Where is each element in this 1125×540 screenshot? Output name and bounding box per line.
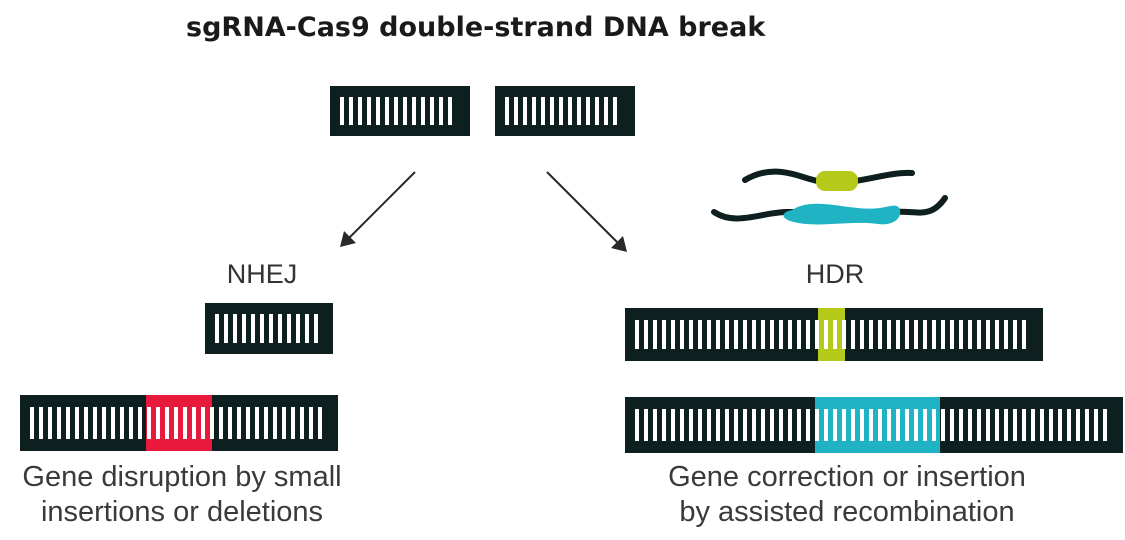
hdr-label: HDR <box>806 259 865 289</box>
nhej-indel-dna <box>20 395 338 451</box>
dna-layer <box>20 86 1123 453</box>
nhej-label: NHEJ <box>227 259 298 289</box>
dna-break-right-half <box>495 86 635 136</box>
hdr-caption-line2: by assisted recombination <box>679 496 1014 528</box>
donor-template-large <box>711 195 948 225</box>
hdr-corrected-dna <box>625 397 1123 453</box>
nhej-caption-line2: insertions or deletions <box>41 496 323 528</box>
donor-template-small <box>742 168 915 191</box>
nhej-caption-line1: Gene disruption by small <box>22 461 341 493</box>
hdr-template-dna <box>625 308 1043 361</box>
arrow-to-hdr <box>546 171 627 252</box>
dna-break-left-half <box>330 86 470 136</box>
nhej-rejoined-dna <box>205 303 333 354</box>
diagram-title: sgRNA-Cas9 double-strand DNA break <box>186 12 766 43</box>
hdr-caption-line1: Gene correction or insertion <box>668 461 1026 493</box>
arrow-to-nhej <box>340 171 416 247</box>
